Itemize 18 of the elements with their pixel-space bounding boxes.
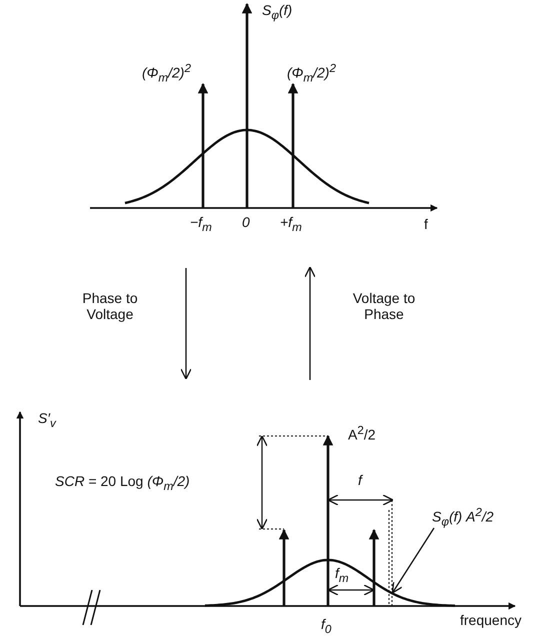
axis-label: f$_{0}$ [321, 616, 332, 636]
axis-label: (Φ$_{m}$/2)$^{2}$ [142, 62, 191, 84]
plot-annotation: S$_{φ}$(f) A$^{2}$/2 [432, 506, 532, 528]
axis-label: S$_{φ}$(f) [262, 2, 292, 22]
axis-label: 0 [242, 214, 250, 230]
leader-line [392, 528, 435, 594]
axis-label: A$^{2}$/2 [348, 424, 376, 443]
axis-label: f [424, 216, 428, 232]
axis-label: (Φ$_{m}$/2)$^{2}$ [287, 62, 336, 84]
axis-label: +f$_{m}$ [280, 214, 302, 234]
axis-label: S′$_{v}$ [38, 410, 56, 430]
axis-label: SCR = 20 Log (Φ$_{m}$/2) [55, 473, 190, 493]
axis-label: −f$_{m}$ [190, 214, 212, 234]
axis-label: f$_{m}$ [335, 565, 349, 585]
axis-label: f [358, 472, 362, 488]
arrow [180, 268, 192, 380]
arrow [304, 266, 316, 380]
axis-label: frequency [460, 612, 522, 628]
